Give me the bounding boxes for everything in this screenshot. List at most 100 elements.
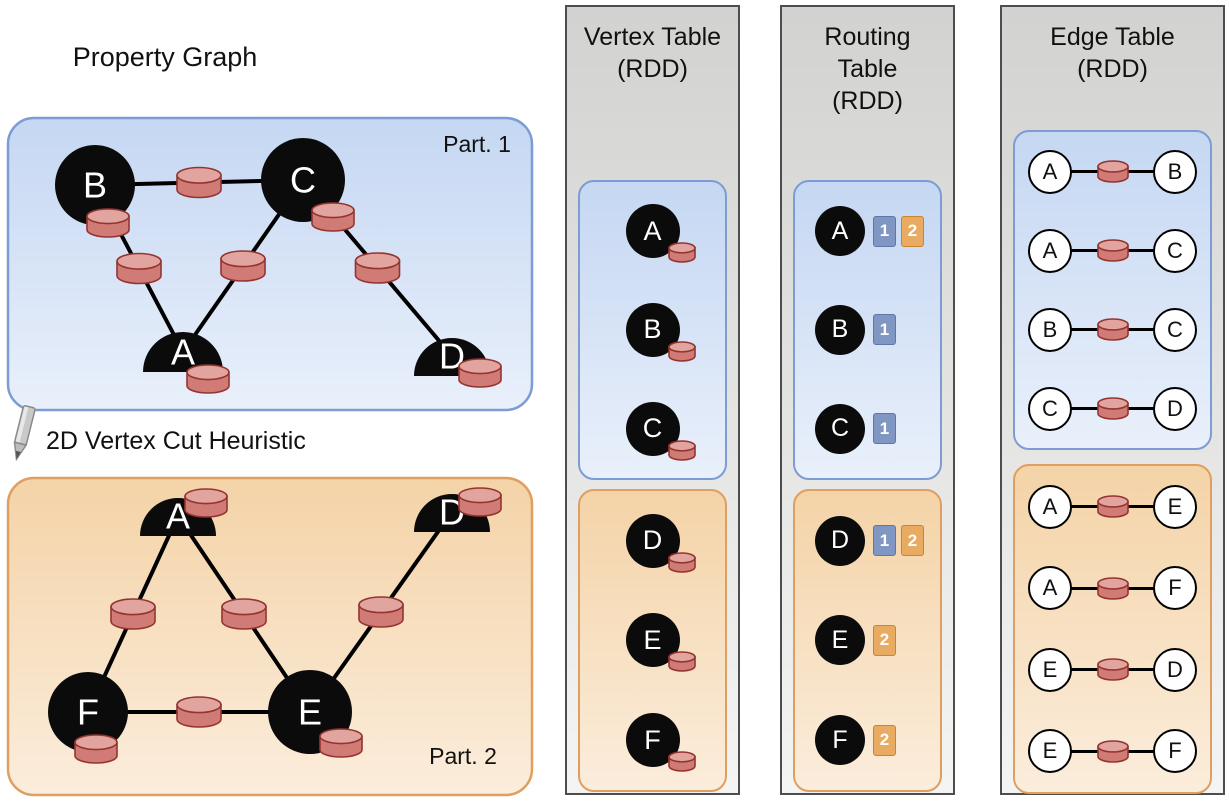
edge-dst-vertex-C: C	[1153, 228, 1197, 273]
partition-1-badge: 1	[873, 314, 896, 346]
edge-dst-vertex-E: E	[1153, 484, 1197, 529]
vertex-letter: F	[832, 725, 848, 754]
vertex-letter: D	[1167, 656, 1183, 682]
vertex-letter: D	[1167, 395, 1183, 421]
graph-vertex-A: A	[143, 332, 223, 373]
edge-property-cylinder-icon	[1096, 397, 1129, 420]
edge-connector	[1062, 308, 1163, 352]
edge-property-cylinder-icon	[1096, 239, 1129, 262]
edge-property-cylinder-icon	[354, 252, 401, 284]
edge-connector	[1062, 729, 1163, 773]
edge-dst-vertex-F: F	[1153, 729, 1197, 774]
vertex-letter: E	[298, 692, 322, 733]
edge-property-cylinder-icon	[1096, 495, 1129, 519]
edge-connector	[1062, 150, 1163, 194]
edge-property-cylinder-icon	[220, 250, 266, 282]
graph-vertex-C: C	[261, 138, 345, 222]
vertex-property-cylinder-icon	[458, 358, 502, 388]
partition-label: Part. 2	[429, 743, 497, 769]
vertex-property-cylinder-icon	[667, 651, 696, 673]
edge-src-vertex-A: A	[1028, 484, 1072, 529]
partition-label: Part. 1	[443, 131, 511, 157]
edge-connector	[1062, 229, 1163, 273]
vertex-C: C	[815, 403, 865, 454]
partition-2-badge: 2	[873, 724, 896, 756]
vertex-letter: C	[290, 160, 316, 201]
vertex-letter: B	[1042, 316, 1058, 342]
vertex-letter: C	[830, 414, 850, 443]
edge-property-cylinder-icon	[1096, 239, 1129, 262]
vertex-property-cylinder-icon	[667, 751, 696, 772]
vertex-table-title: Vertex Table (RDD)	[583, 23, 722, 83]
vertex-property-cylinder-icon	[186, 364, 230, 394]
vertex-letter: A	[171, 332, 195, 373]
edge-property-cylinder-icon	[1096, 397, 1129, 420]
edge-table-title: Edge Table (RDD)	[1050, 23, 1175, 83]
vertex-letter: A	[1042, 575, 1058, 601]
vertex-letter: B	[83, 165, 107, 206]
vertex-E: E	[815, 615, 865, 666]
edge-dst-vertex-C: C	[1153, 307, 1197, 352]
partition-refs: 2	[873, 624, 896, 656]
edge-property-cylinder-icon	[1096, 739, 1129, 763]
partition-refs: 1	[873, 314, 896, 346]
vertex-letter: F	[644, 724, 661, 755]
edge-property-cylinder-icon	[176, 696, 222, 728]
vertex-letter: E	[1042, 656, 1058, 682]
vertex-property-cylinder-icon	[667, 751, 696, 772]
vertex-letter: F	[77, 692, 99, 733]
vertex-entry-E: E	[625, 613, 696, 673]
edge-src-vertex-B: B	[1028, 307, 1072, 352]
partition-2-badge: 2	[901, 215, 924, 247]
vertex-letter: C	[1167, 316, 1183, 342]
edge-property-cylinder-icon	[1096, 318, 1129, 341]
vertex-entry-C: C	[625, 401, 696, 461]
vertex-property-cylinder-icon	[184, 488, 228, 518]
edge-connector	[1062, 648, 1163, 692]
vertex-property-cylinder-icon	[667, 242, 696, 264]
edge-property-cylinder-icon	[1096, 739, 1129, 763]
vertex-letter: A	[643, 215, 662, 246]
partition-1-badge: 1	[873, 215, 896, 247]
edge-property-cylinder-icon	[1096, 576, 1129, 600]
graph-vertex-F: F	[48, 672, 128, 752]
vertex-property-cylinder-icon	[319, 728, 363, 758]
vertex-property-cylinder-icon	[311, 202, 355, 232]
edge-dst-vertex-D: D	[1153, 647, 1197, 692]
edge-property-cylinder-icon	[1096, 495, 1129, 519]
edge-property-cylinder-icon	[1096, 576, 1129, 600]
partition-1-badge: 1	[873, 525, 896, 557]
edge-connector	[1062, 485, 1163, 529]
edge-src-vertex-E: E	[1028, 729, 1072, 774]
vertex-letter: C	[1167, 237, 1183, 263]
vertex-entry-A: A	[625, 204, 696, 264]
vertex-letter: D	[642, 525, 663, 556]
vertex-letter: E	[831, 625, 849, 654]
vertex-entry-D: D	[625, 513, 696, 573]
vertex-cut-label: 2D Vertex Cut Heuristic	[46, 427, 306, 455]
partition-refs: 2	[873, 724, 896, 756]
vertex-F: F	[815, 715, 865, 766]
property-graph-title: Property Graph	[72, 42, 258, 72]
vertex-property-cylinder-icon	[74, 734, 118, 764]
partition-box	[6, 476, 534, 797]
vertex-B: B	[815, 304, 865, 355]
vertex-property-cylinder-icon	[667, 439, 696, 461]
